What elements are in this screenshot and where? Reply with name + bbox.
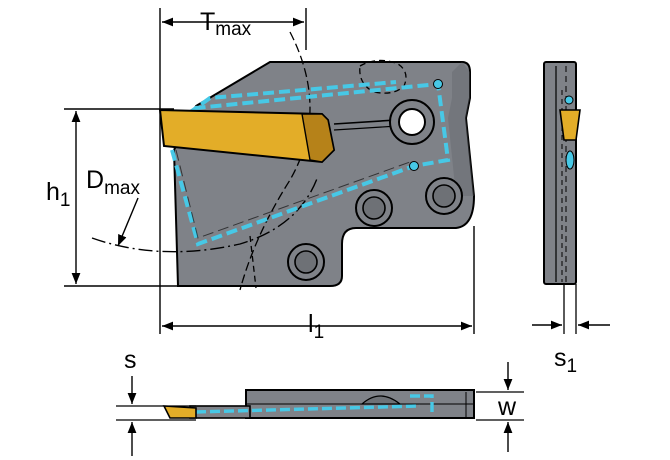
s1-label: s1	[554, 344, 577, 377]
clamp-slot	[333, 119, 397, 125]
end-view-coolant-port	[564, 95, 574, 105]
coolant-channel-inner	[175, 149, 411, 239]
end-view: s1	[532, 61, 610, 377]
coolant-port	[409, 161, 419, 171]
dimension-labels: Tmax h1 Dmax l1	[46, 8, 324, 343]
d-max-arc	[91, 175, 319, 253]
body-shading	[448, 62, 474, 196]
mounting-screw	[287, 243, 325, 281]
top-view-coolant	[195, 394, 434, 416]
clamp-slot-lower	[333, 125, 399, 131]
d-max-label: Dmax	[86, 166, 140, 199]
coolant-port	[433, 79, 443, 89]
end-view-insert	[559, 109, 581, 141]
coolant-channel	[170, 80, 451, 247]
mounting-screw	[355, 189, 393, 227]
end-view-body	[543, 61, 577, 285]
top-view-insert	[162, 405, 197, 419]
side-view	[91, 31, 476, 291]
l1-label: l1	[308, 310, 324, 343]
hidden-arc-2	[249, 235, 257, 289]
s-label: s	[124, 346, 137, 374]
w-label: w	[497, 393, 517, 421]
mounting-screw	[425, 177, 463, 215]
hidden-arc	[239, 31, 311, 291]
d-max-leader	[117, 197, 139, 247]
top-view-bore	[360, 395, 402, 405]
top-view: s w	[116, 346, 524, 456]
insert-rear-face	[301, 113, 335, 163]
end-view-coolant-slot	[565, 150, 575, 170]
dimension-lines	[64, 8, 475, 334]
clamp-screw-hole	[398, 108, 426, 136]
t-max-label: Tmax	[200, 8, 252, 40]
h1-label: h1	[46, 178, 70, 211]
